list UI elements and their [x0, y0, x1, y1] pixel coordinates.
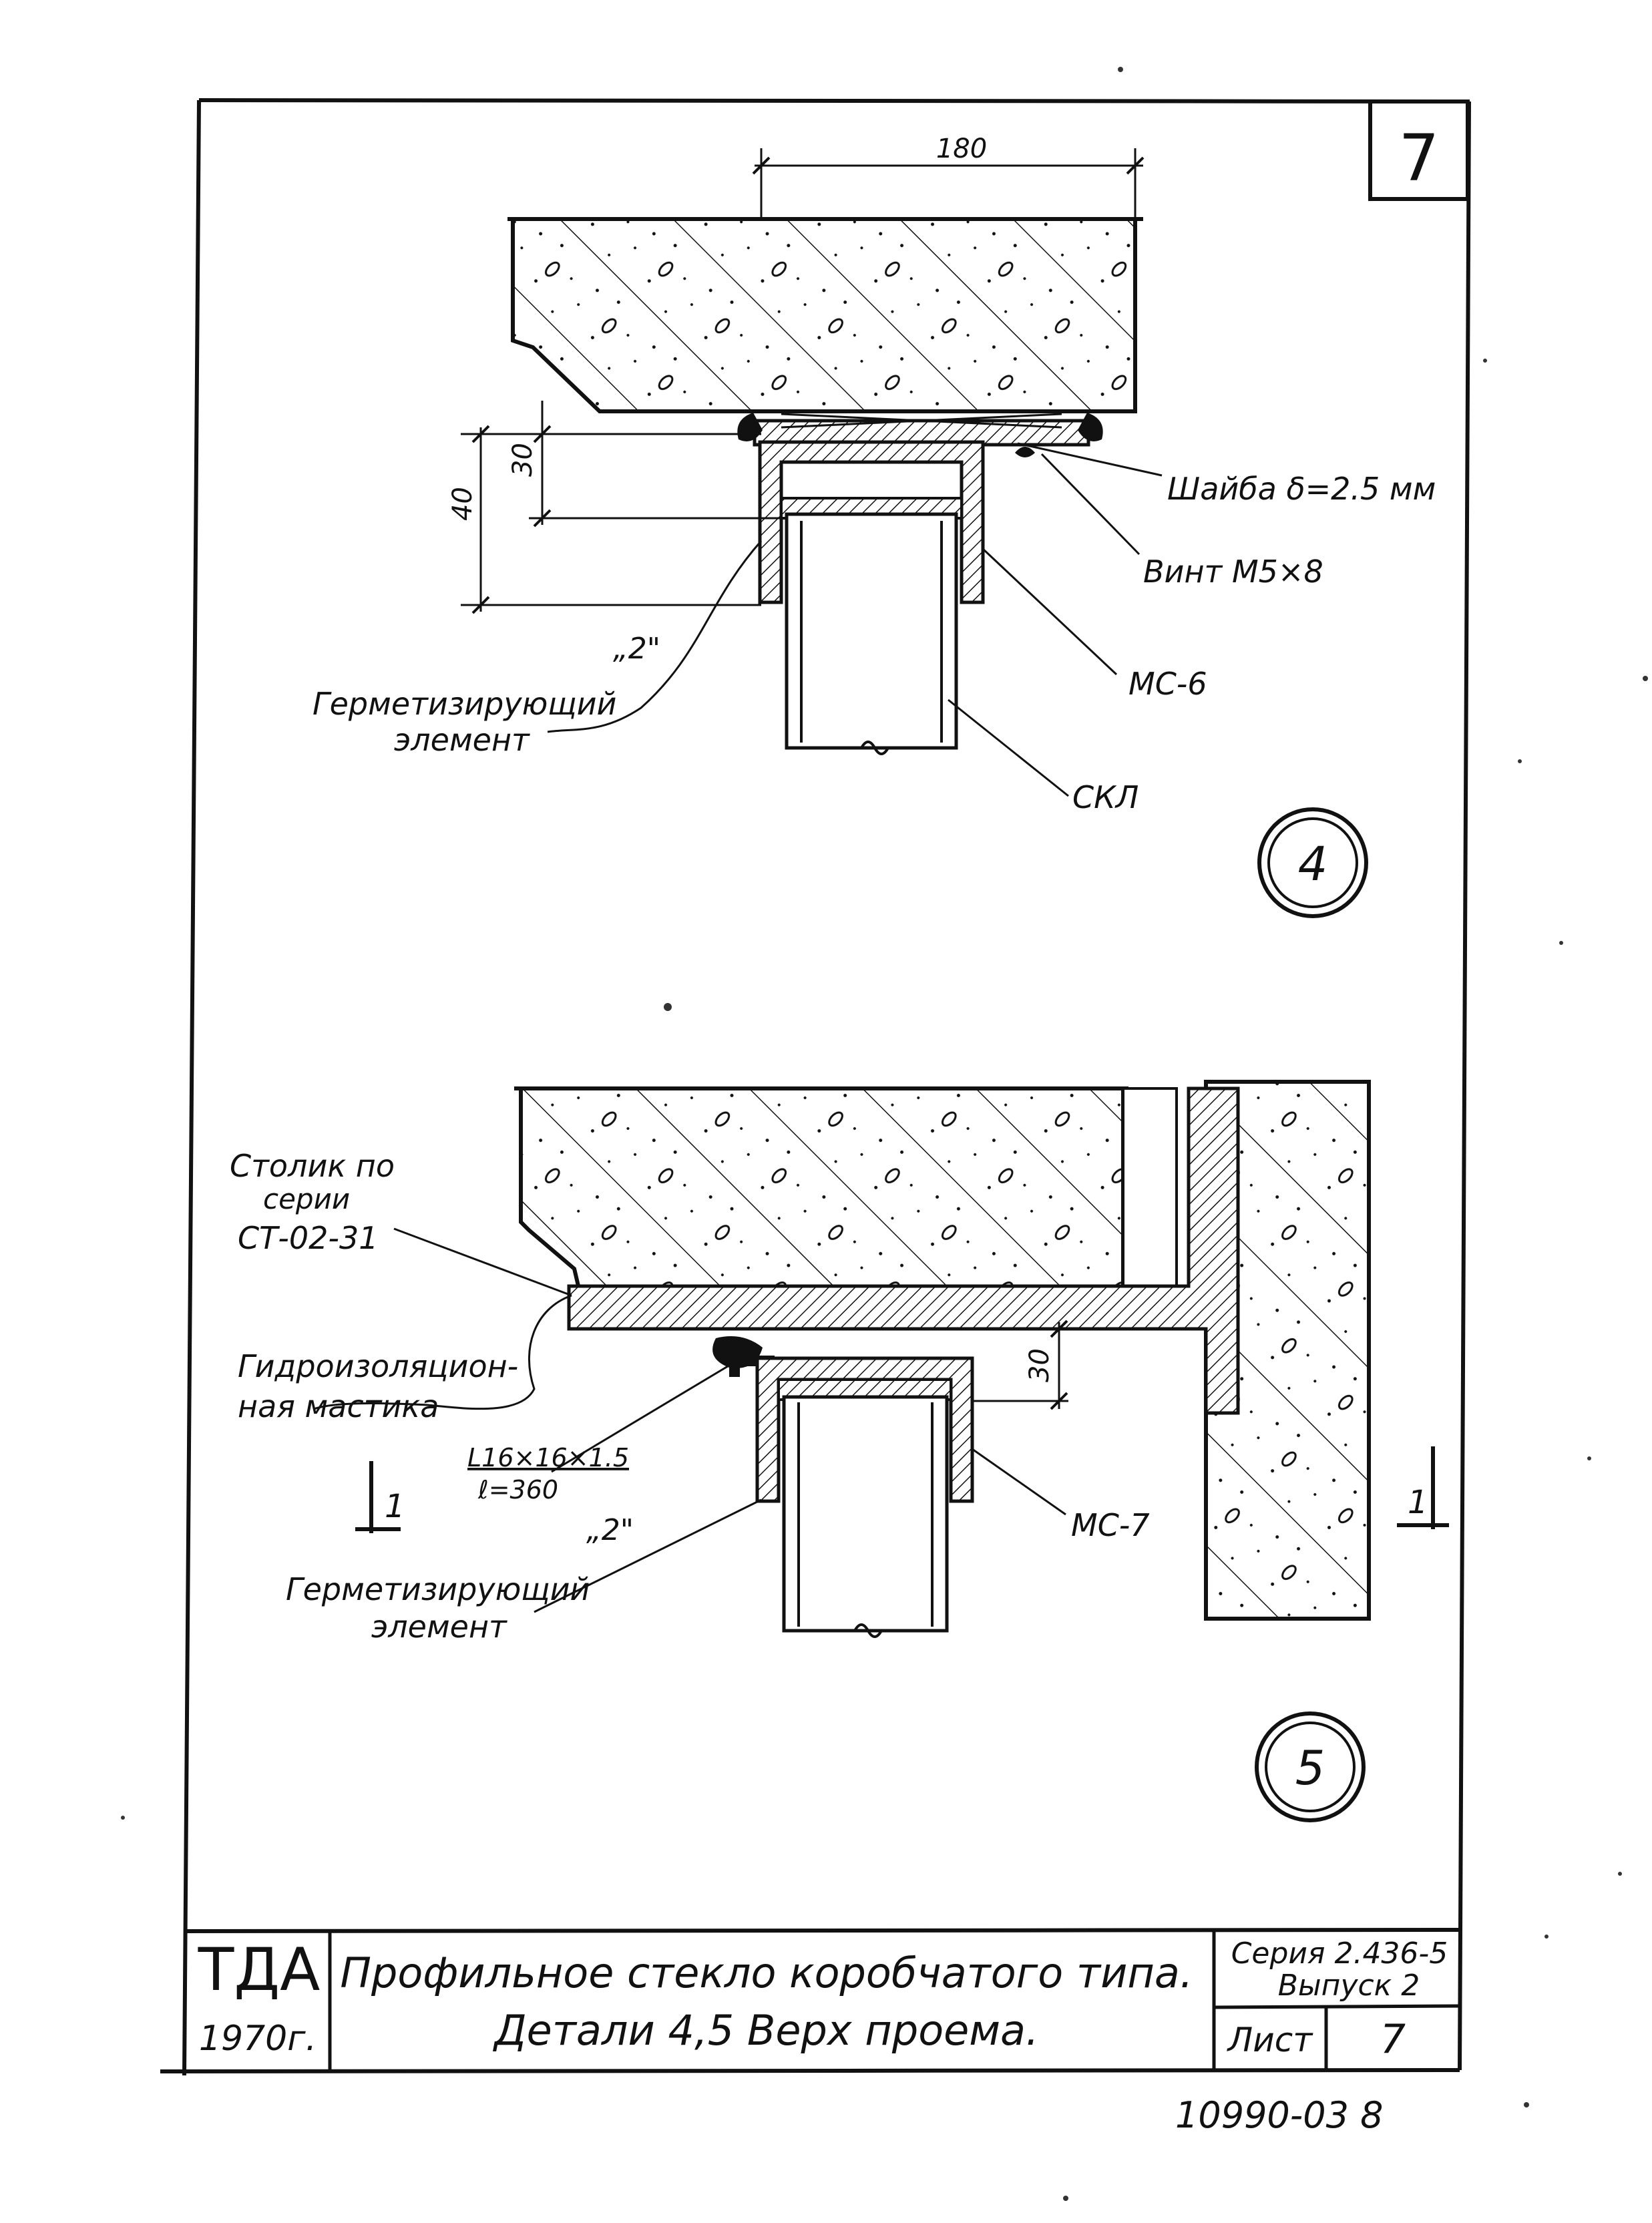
org-year: 1970г. — [199, 2019, 317, 2059]
corner-sheet-box: 7 — [1368, 99, 1470, 201]
sheet-label: Лист — [1227, 2021, 1314, 2059]
label-ms7: МС-7 — [1071, 1507, 1150, 1543]
label-seal-5-line1: Герметизирующий — [286, 1571, 590, 1607]
detail-5-marker: 5 — [1255, 1711, 1366, 1822]
section-mark-left: 1 — [355, 1461, 405, 1533]
dimension-30: 30 — [972, 1320, 1068, 1410]
detail-5-number: 5 — [1295, 1741, 1325, 1796]
title-line-1: Профильное стекло коробчатого типа. — [340, 1949, 1193, 1997]
section-mark-right: 1 — [1397, 1446, 1449, 1529]
detail-5: 30 Столик по серии СТ-02-31 Гидроизоляци… — [230, 1080, 1449, 1822]
dimension-left-outer: 40 — [447, 487, 478, 521]
dimension-left-inner: 30 — [507, 443, 538, 477]
label-table-line3: СТ-02-31 — [238, 1220, 378, 1256]
screw-head — [1015, 447, 1035, 457]
label-seal-line1: Герметизирующий — [313, 686, 616, 722]
label-table-line1: Столик по — [230, 1148, 395, 1184]
profile-glass-skl — [785, 512, 958, 755]
sheet-value: 7 — [1380, 2016, 1406, 2063]
dimension-top-value: 180 — [936, 134, 987, 164]
concrete-lintel — [511, 217, 1137, 413]
leaders-detail-4 — [547, 442, 1163, 797]
label-screw: Винт М5×8 — [1143, 554, 1323, 590]
label-mastic-line1: Гидроизоляцион- — [238, 1348, 518, 1384]
title-line-2: Детали 4,5 Верх проема. — [492, 2006, 1039, 2055]
label-skl: СКЛ — [1072, 779, 1139, 815]
label-seal-line2: элемент — [394, 722, 530, 758]
label-angle-line1: L16×16×1.5 — [467, 1443, 629, 1472]
detail-4-marker: 4 — [1257, 807, 1368, 918]
detail-4-number: 4 — [1298, 837, 1328, 891]
org-name: ТДА — [198, 1935, 321, 2004]
section-right-number: 1 — [1408, 1484, 1428, 1521]
dimension-30-value: 30 — [1024, 1348, 1055, 1382]
label-table-line2: серии — [263, 1183, 350, 1215]
dimension-top: 180 — [752, 134, 1145, 220]
series-line-1: Серия 2.436-5 — [1231, 1937, 1448, 1971]
corner-sheet-number: 7 — [1398, 121, 1439, 196]
label-seal-5-line2: элемент — [371, 1609, 507, 1645]
leaders-detail-5 — [313, 1227, 1066, 1613]
label-seal-mark: „2" — [613, 632, 660, 666]
label-seal-mark-5: „2" — [586, 1513, 634, 1547]
series-line-2: Выпуск 2 — [1278, 1969, 1420, 2003]
archive-number: 10990-03 8 — [1175, 2094, 1384, 2136]
concrete-lintel-5 — [519, 1086, 1125, 1293]
label-angle-line2: ℓ=360 — [477, 1475, 558, 1504]
mastic-bead-right — [1078, 413, 1103, 441]
concrete-column — [1204, 1080, 1371, 1621]
section-left-number: 1 — [385, 1488, 405, 1525]
steel-table — [567, 1086, 1240, 1415]
channel-ms6 — [758, 440, 985, 604]
label-washer: Шайба δ=2.5 мм — [1167, 471, 1436, 507]
scan-specks — [121, 67, 1648, 2201]
detail-4: 180 40 30 — [313, 134, 1436, 918]
dimension-left: 40 30 — [447, 401, 781, 614]
drawing-frame — [160, 98, 1471, 2076]
label-ms6: МС-6 — [1128, 666, 1207, 702]
label-mastic-line2: ная мастика — [238, 1388, 439, 1424]
profile-glass-5 — [782, 1395, 949, 1638]
title-block: ТДА 1970г. Профильное стекло коробчатого… — [184, 1928, 1460, 2071]
